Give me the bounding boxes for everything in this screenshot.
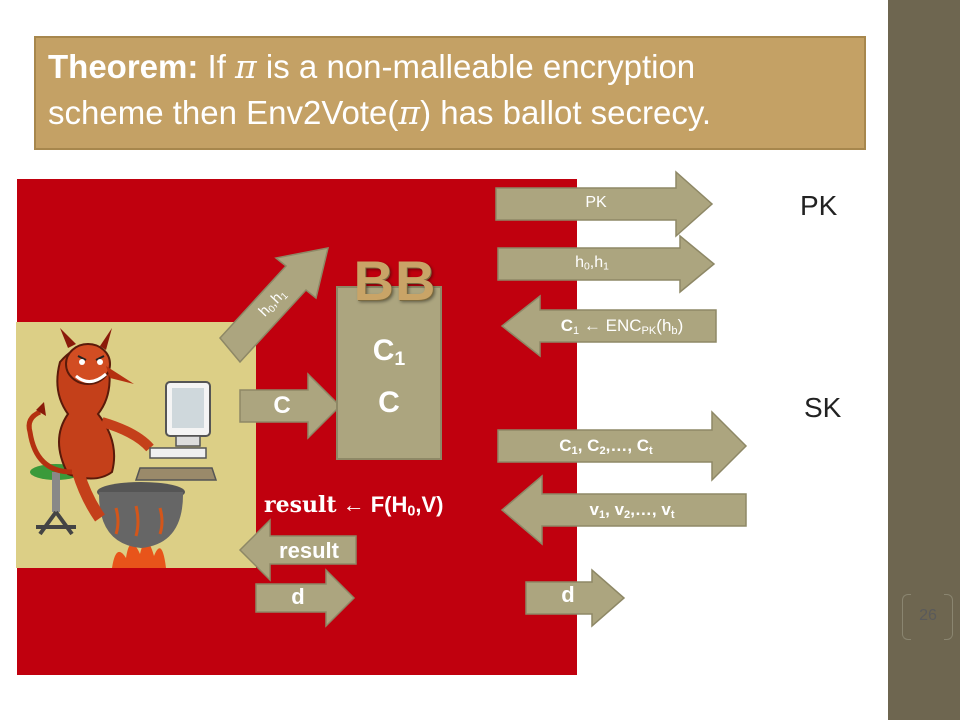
clist-s1: 1 [571,444,578,457]
theorem-pi-1: π [235,47,257,86]
theorem-text-1a: If [198,48,236,85]
arrow-enc-label: C1 ← ENCPK(hb) [528,316,716,337]
bulletin-board-c: C [378,386,400,419]
arrow-pk-out [495,170,714,238]
arrow-h-out [497,234,716,294]
theorem-text-2a: scheme then Env2Vote( [48,94,399,131]
enc-b-sub: b [671,324,678,337]
arrow-result-out [238,518,357,582]
vlist-st: t [670,508,675,521]
clist-m1: , C [577,436,600,455]
arrow-vlist-label: v1, v2,…, vt [534,500,730,521]
adversary-illustration [16,322,256,568]
arrow-h-label: h0,h1 [550,254,634,273]
result-arrow: ← F(H [336,492,408,517]
arrow-d-right-label: d [561,582,575,607]
page-number-bracket-right [944,594,953,640]
bb-c1-sub: 1 [394,347,406,370]
arrow-d-left [255,568,356,628]
arrow-h-diagonal [219,247,330,364]
arrow-d-right [525,568,626,628]
clist-s2: 2 [599,444,606,457]
vlist-s2: 2 [624,508,631,521]
result-word: result [264,492,337,518]
arrow-pk-label: PK [585,194,607,211]
arrow-clist-label: C1, C2,…, Ct [506,436,706,457]
arrow-result-label: result [279,538,339,563]
arrow-enc-in [500,294,717,358]
clist-m2: ,…, C [605,436,650,455]
vlist-v: v [589,500,599,519]
devil-computer-icon [26,328,218,568]
arrow-c-in [239,372,342,440]
theorem-box: Theorem: If π is a non-malleable encrypt… [34,36,866,150]
enc-mid: ← ENC [579,316,642,335]
enc-hb: (h [656,316,672,335]
vlist-m1: , v [605,500,625,519]
page-number: 26 [919,607,937,624]
clist-st: t [649,444,653,457]
arrow-c-label: C [273,392,291,419]
label-sk: SK [804,392,842,423]
label-pk: PK [800,190,838,221]
theorem-pi-2: π [398,93,421,132]
arrow-clist-out [497,410,748,482]
result-equation: result ← F(H0,V) [264,492,443,520]
h-label-comma: ,h [589,254,604,271]
vlist-m2: ,…, v [630,500,671,519]
theorem-text-2b: ) has ballot secrecy. [420,94,712,131]
enc-pk-sub: PK [641,324,657,337]
enc-c-sub: 1 [573,324,580,337]
vlist-s1: 1 [598,508,606,521]
h-label-sub1: 1 [603,261,609,273]
theorem-text-1b: is a non-malleable encryption [256,48,696,85]
bulletin-board-c1: C1 [336,334,442,371]
enc-c: C [560,316,574,335]
h-label-h: h [575,254,584,271]
arrow-vlist-in [500,474,747,546]
bb-c1-letter: C [372,334,395,367]
bulletin-board [336,286,442,460]
arrow-d-left-label: d [291,584,305,609]
page-number-bracket-left [902,594,911,640]
enc-close: ) [677,316,684,335]
theorem-label: Theorem: [48,48,199,85]
result-tail: ,V) [415,492,444,517]
h-label-sub0: 0 [584,261,590,273]
bulletin-board-title: BB [353,249,437,312]
clist-c: C [559,436,572,455]
result-sub: 0 [407,503,416,520]
side-band [888,0,960,720]
